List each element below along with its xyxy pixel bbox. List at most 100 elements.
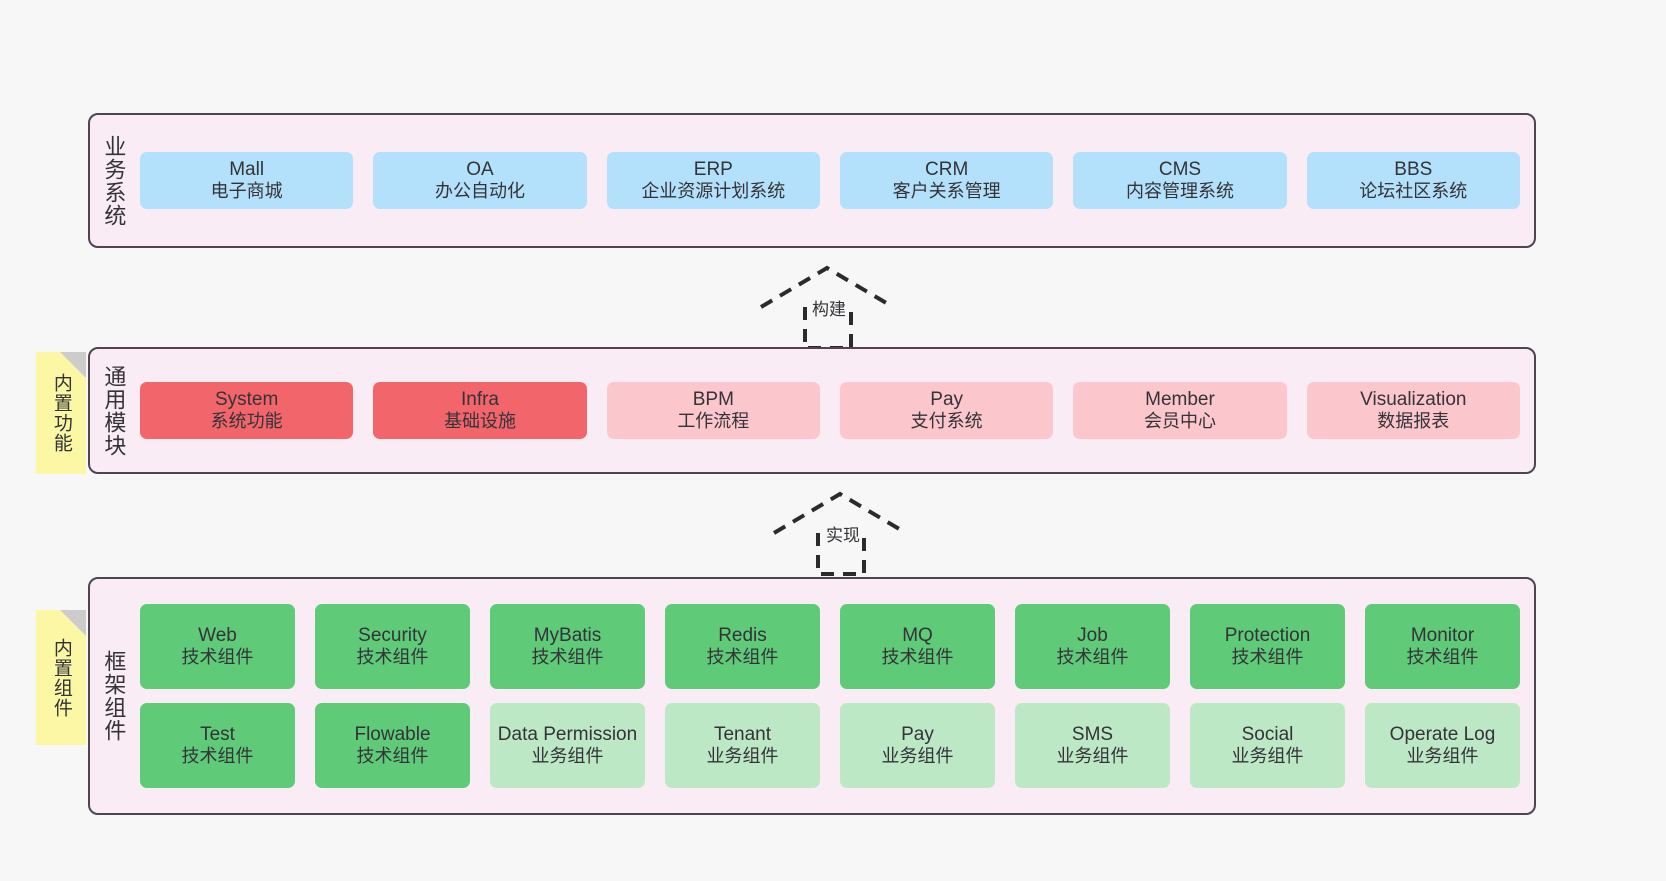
arrowhead-triangle-icon (759, 265, 895, 309)
module-box-operate-log[interactable]: Operate Log 业务组件 (1365, 703, 1520, 788)
module-box-web[interactable]: Web 技术组件 (140, 604, 295, 689)
module-name: Social (1241, 723, 1294, 745)
module-box-mybatis[interactable]: MyBatis 技术组件 (490, 604, 645, 689)
module-desc: 技术组件 (531, 647, 604, 668)
module-name: MQ (902, 624, 933, 646)
connector-label-build: 构建 (810, 295, 848, 320)
module-box-security[interactable]: Security 技术组件 (315, 604, 470, 689)
module-name: Protection (1224, 624, 1311, 646)
module-desc: 工作流程 (677, 411, 750, 432)
module-desc: 客户关系管理 (892, 181, 1001, 202)
module-desc: 业务组件 (881, 746, 954, 767)
module-box-bbs[interactable]: BBS 论坛社区系统 (1306, 151, 1520, 210)
note-builtin-components: 内置组件 (36, 610, 86, 745)
module-box-protection[interactable]: Protection 技术组件 (1190, 604, 1345, 689)
module-desc: 系统功能 (210, 411, 283, 432)
module-desc: 业务组件 (706, 746, 779, 767)
module-box-system[interactable]: System 系统功能 (140, 381, 354, 440)
module-box-oa[interactable]: OA 办公自动化 (373, 151, 587, 210)
module-name: Redis (718, 624, 767, 646)
module-box-social[interactable]: Social 业务组件 (1190, 703, 1345, 788)
section-panel-common-modules: 通用模块 System 系统功能 Infra 基础设施 BPM 工作流程 Pay… (88, 347, 1536, 474)
module-box-crm[interactable]: CRM 客户关系管理 (839, 151, 1054, 210)
folded-corner-icon (60, 352, 86, 378)
section-body-framework-components: Web 技术组件 Security 技术组件 MyBatis 技术组件 Redi… (136, 579, 1534, 813)
module-box-visualization[interactable]: Visualization 数据报表 (1306, 381, 1520, 440)
module-box-monitor[interactable]: Monitor 技术组件 (1365, 604, 1520, 689)
module-desc: 办公自动化 (434, 181, 525, 202)
module-desc: 技术组件 (706, 647, 779, 668)
module-desc: 技术组件 (181, 746, 254, 767)
module-row: System 系统功能 Infra 基础设施 BPM 工作流程 Pay 支付系统… (140, 381, 1520, 440)
module-desc: 业务组件 (1231, 746, 1304, 767)
module-name: MyBatis (533, 624, 602, 646)
module-desc: 技术组件 (1406, 647, 1479, 668)
section-body-business-systems: Mall 电子商城 OA 办公自动化 ERP 企业资源计划系统 CRM 客户关系… (136, 115, 1534, 246)
note-label: 内置功能 (50, 373, 72, 453)
module-desc: 论坛社区系统 (1359, 181, 1468, 202)
module-name: Flowable (354, 723, 431, 745)
module-box-infra[interactable]: Infra 基础设施 (373, 381, 587, 440)
module-box-tenant[interactable]: Tenant 业务组件 (665, 703, 820, 788)
connector-implement-arrow (772, 491, 908, 576)
section-title-business-systems: 业务系统 (101, 134, 127, 227)
arrowhead-triangle-icon (772, 491, 908, 535)
module-desc: 技术组件 (1056, 647, 1129, 668)
module-name: Operate Log (1389, 723, 1496, 745)
module-name: Member (1145, 388, 1215, 410)
module-row: Web 技术组件 Security 技术组件 MyBatis 技术组件 Redi… (140, 604, 1520, 689)
module-row: Test 技术组件 Flowable 技术组件 Data Permission … (140, 703, 1520, 788)
module-name: Pay (901, 723, 934, 745)
module-desc: 基础设施 (443, 411, 516, 432)
module-name: System (214, 388, 279, 410)
connector-build-arrow (759, 265, 895, 350)
section-panel-framework-components: 框架组件 Web 技术组件 Security 技术组件 MyBatis 技术组件… (88, 577, 1536, 815)
section-body-common-modules: System 系统功能 Infra 基础设施 BPM 工作流程 Pay 支付系统… (136, 349, 1534, 472)
module-name: Web (198, 624, 237, 646)
module-desc: 支付系统 (910, 411, 983, 432)
module-desc: 技术组件 (181, 647, 254, 668)
module-name: Data Permission (497, 723, 638, 745)
module-name: Job (1077, 624, 1108, 646)
module-box-flowable[interactable]: Flowable 技术组件 (315, 703, 470, 788)
module-box-job[interactable]: Job 技术组件 (1015, 604, 1170, 689)
module-name: Infra (460, 388, 499, 410)
note-label: 内置组件 (50, 637, 72, 718)
module-box-cms[interactable]: CMS 内容管理系统 (1073, 151, 1287, 210)
module-box-pay-business[interactable]: Pay 业务组件 (840, 703, 995, 788)
module-desc: 数据报表 (1377, 411, 1450, 432)
section-title-framework-components: 框架组件 (101, 650, 127, 742)
module-desc: 业务组件 (1056, 746, 1129, 767)
module-desc: 业务组件 (531, 746, 604, 767)
module-box-erp[interactable]: ERP 企业资源计划系统 (606, 151, 820, 210)
module-box-test[interactable]: Test 技术组件 (140, 703, 295, 788)
module-name: Test (200, 723, 235, 745)
module-box-member[interactable]: Member 会员中心 (1073, 381, 1287, 440)
module-box-mq[interactable]: MQ 技术组件 (840, 604, 995, 689)
module-name: Security (358, 624, 427, 646)
module-name: Pay (930, 388, 964, 410)
module-name: BBS (1394, 158, 1433, 180)
module-name: OA (466, 158, 494, 180)
section-panel-business-systems: 业务系统 Mall 电子商城 OA 办公自动化 ERP 企业资源计划系统 CRM… (88, 113, 1536, 248)
module-name: Mall (229, 158, 265, 180)
module-desc: 技术组件 (881, 647, 954, 668)
module-name: CMS (1158, 158, 1202, 180)
module-desc: 内容管理系统 (1125, 181, 1234, 202)
module-box-sms[interactable]: SMS 业务组件 (1015, 703, 1170, 788)
module-desc: 技术组件 (356, 647, 429, 668)
module-name: Tenant (713, 723, 772, 745)
folded-corner-icon (60, 610, 86, 636)
module-name: ERP (693, 158, 733, 180)
module-desc: 企业资源计划系统 (641, 181, 786, 202)
module-name: CRM (925, 158, 969, 180)
module-box-redis[interactable]: Redis 技术组件 (665, 604, 820, 689)
module-desc: 技术组件 (1231, 647, 1304, 668)
section-title-common-modules: 通用模块 (101, 364, 127, 457)
module-box-data-permission[interactable]: Data Permission 业务组件 (490, 703, 645, 788)
module-box-pay[interactable]: Pay 支付系统 (839, 381, 1054, 440)
module-box-mall[interactable]: Mall 电子商城 (140, 151, 354, 210)
module-box-bpm[interactable]: BPM 工作流程 (606, 381, 820, 440)
module-name: Visualization (1360, 388, 1467, 410)
